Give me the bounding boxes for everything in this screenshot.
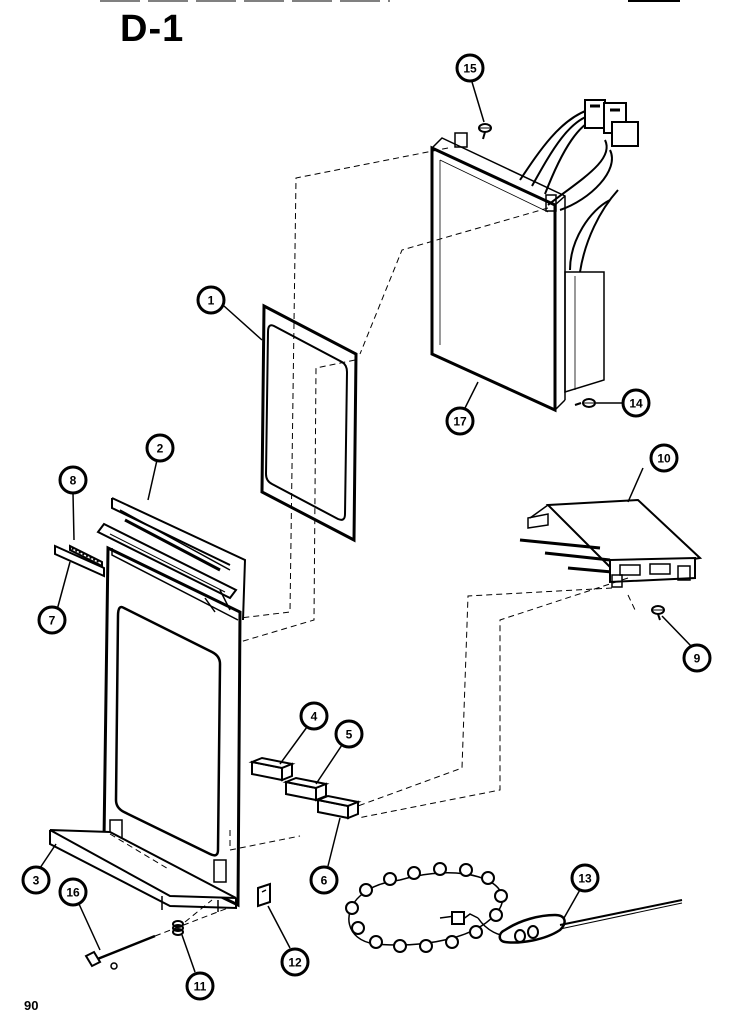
callout-17: 17 [445,406,475,436]
part-4-block [248,756,296,782]
part-13-temperature-probe [345,862,683,953]
svg-text:14: 14 [629,397,643,411]
callout-8: 8 [58,465,88,495]
part-8-strip [69,544,103,568]
svg-text:3: 3 [33,874,40,888]
svg-text:13: 13 [578,872,592,886]
page-number: 90 [24,998,39,1013]
callout-6: 6 [309,865,339,895]
callout-3: 3 [21,865,51,895]
part-14-screw [574,398,596,408]
svg-text:9: 9 [694,652,701,666]
callout-11: 11 [185,971,215,1001]
callout-4: 4 [299,701,329,731]
part-15-screw [478,123,492,140]
part-3-trim-plate [49,829,237,912]
diagram-title: D-1 [120,8,185,50]
part-6-block [314,794,362,820]
part-5-block [282,776,330,802]
svg-text:12: 12 [288,956,302,970]
callout-1: 1 [196,285,226,315]
callout-9: 9 [682,643,712,673]
part-2-door-frame [96,497,247,908]
svg-text:15: 15 [463,62,477,76]
part-17-control-box [430,99,639,413]
callout-13: 13 [570,863,600,893]
callout-10: 10 [649,443,679,473]
alignment-lines [109,147,637,937]
callout-14: 14 [621,388,651,418]
svg-text:5: 5 [346,728,353,742]
callout-16: 16 [58,877,88,907]
part-12-clip [257,882,271,908]
svg-text:8: 8 [70,474,77,488]
callout-15: 15 [455,53,485,83]
part-16-hinge-pin [84,934,156,970]
leader-lines [39,81,692,973]
svg-text:7: 7 [49,614,56,628]
part-1-gasket [260,303,358,543]
callout-5: 5 [334,719,364,749]
callout-2: 2 [145,433,175,463]
part-10-switch-assembly [519,498,703,588]
svg-text:6: 6 [321,874,328,888]
svg-text:17: 17 [453,415,467,429]
svg-text:1: 1 [208,294,215,308]
svg-text:16: 16 [66,886,80,900]
svg-text:2: 2 [157,442,164,456]
svg-text:10: 10 [657,452,671,466]
callout-12: 12 [280,947,310,977]
svg-text:11: 11 [194,980,207,994]
callout-7: 7 [37,605,67,635]
part-9-screw [651,605,665,621]
part-7-strip [54,544,105,578]
svg-text:4: 4 [311,710,318,724]
